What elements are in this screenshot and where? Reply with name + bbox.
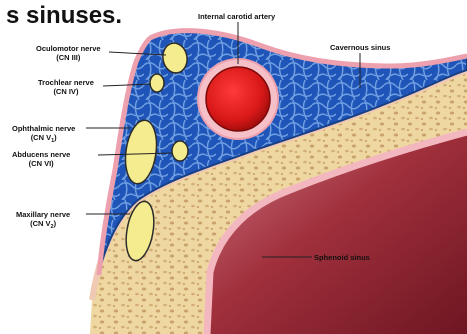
label-abducens-nerve: Abducens nerve (CN VI): [12, 150, 70, 168]
oculomotor-nerve-name: Oculomotor nerve: [36, 44, 101, 53]
label-maxillary-nerve: Maxillary nerve (CN V2): [16, 210, 70, 230]
ophthalmic-nerve-name: Ophthalmic nerve: [12, 124, 75, 133]
label-sphenoid-sinus: Sphenoid sinus: [314, 253, 370, 262]
page-title: s sinuses.: [6, 2, 122, 30]
label-trochlear-nerve: Trochlear nerve (CN IV): [38, 78, 94, 96]
label-oculomotor-nerve: Oculomotor nerve (CN III): [36, 44, 101, 62]
internal-carotid-artery: [206, 67, 270, 131]
label-cavernous-sinus: Cavernous sinus: [330, 43, 390, 52]
trochlear-nerve-cn: (CN IV): [38, 87, 94, 96]
maxillary-nerve-name: Maxillary nerve: [16, 210, 70, 219]
ophthalmic-nerve-cn: (CN V1): [12, 133, 75, 144]
trochlear-nerve-shape: [150, 74, 164, 92]
label-internal-carotid-artery: Internal carotid artery: [198, 12, 275, 21]
trochlear-nerve-name: Trochlear nerve: [38, 78, 94, 87]
oculomotor-nerve-cn: (CN III): [36, 53, 101, 62]
abducens-nerve-cn: (CN VI): [12, 159, 70, 168]
label-ophthalmic-nerve: Ophthalmic nerve (CN V1): [12, 124, 75, 144]
maxillary-nerve-cn: (CN V2): [16, 219, 70, 230]
abducens-nerve-name: Abducens nerve: [12, 150, 70, 159]
abducens-nerve-shape: [172, 141, 188, 161]
